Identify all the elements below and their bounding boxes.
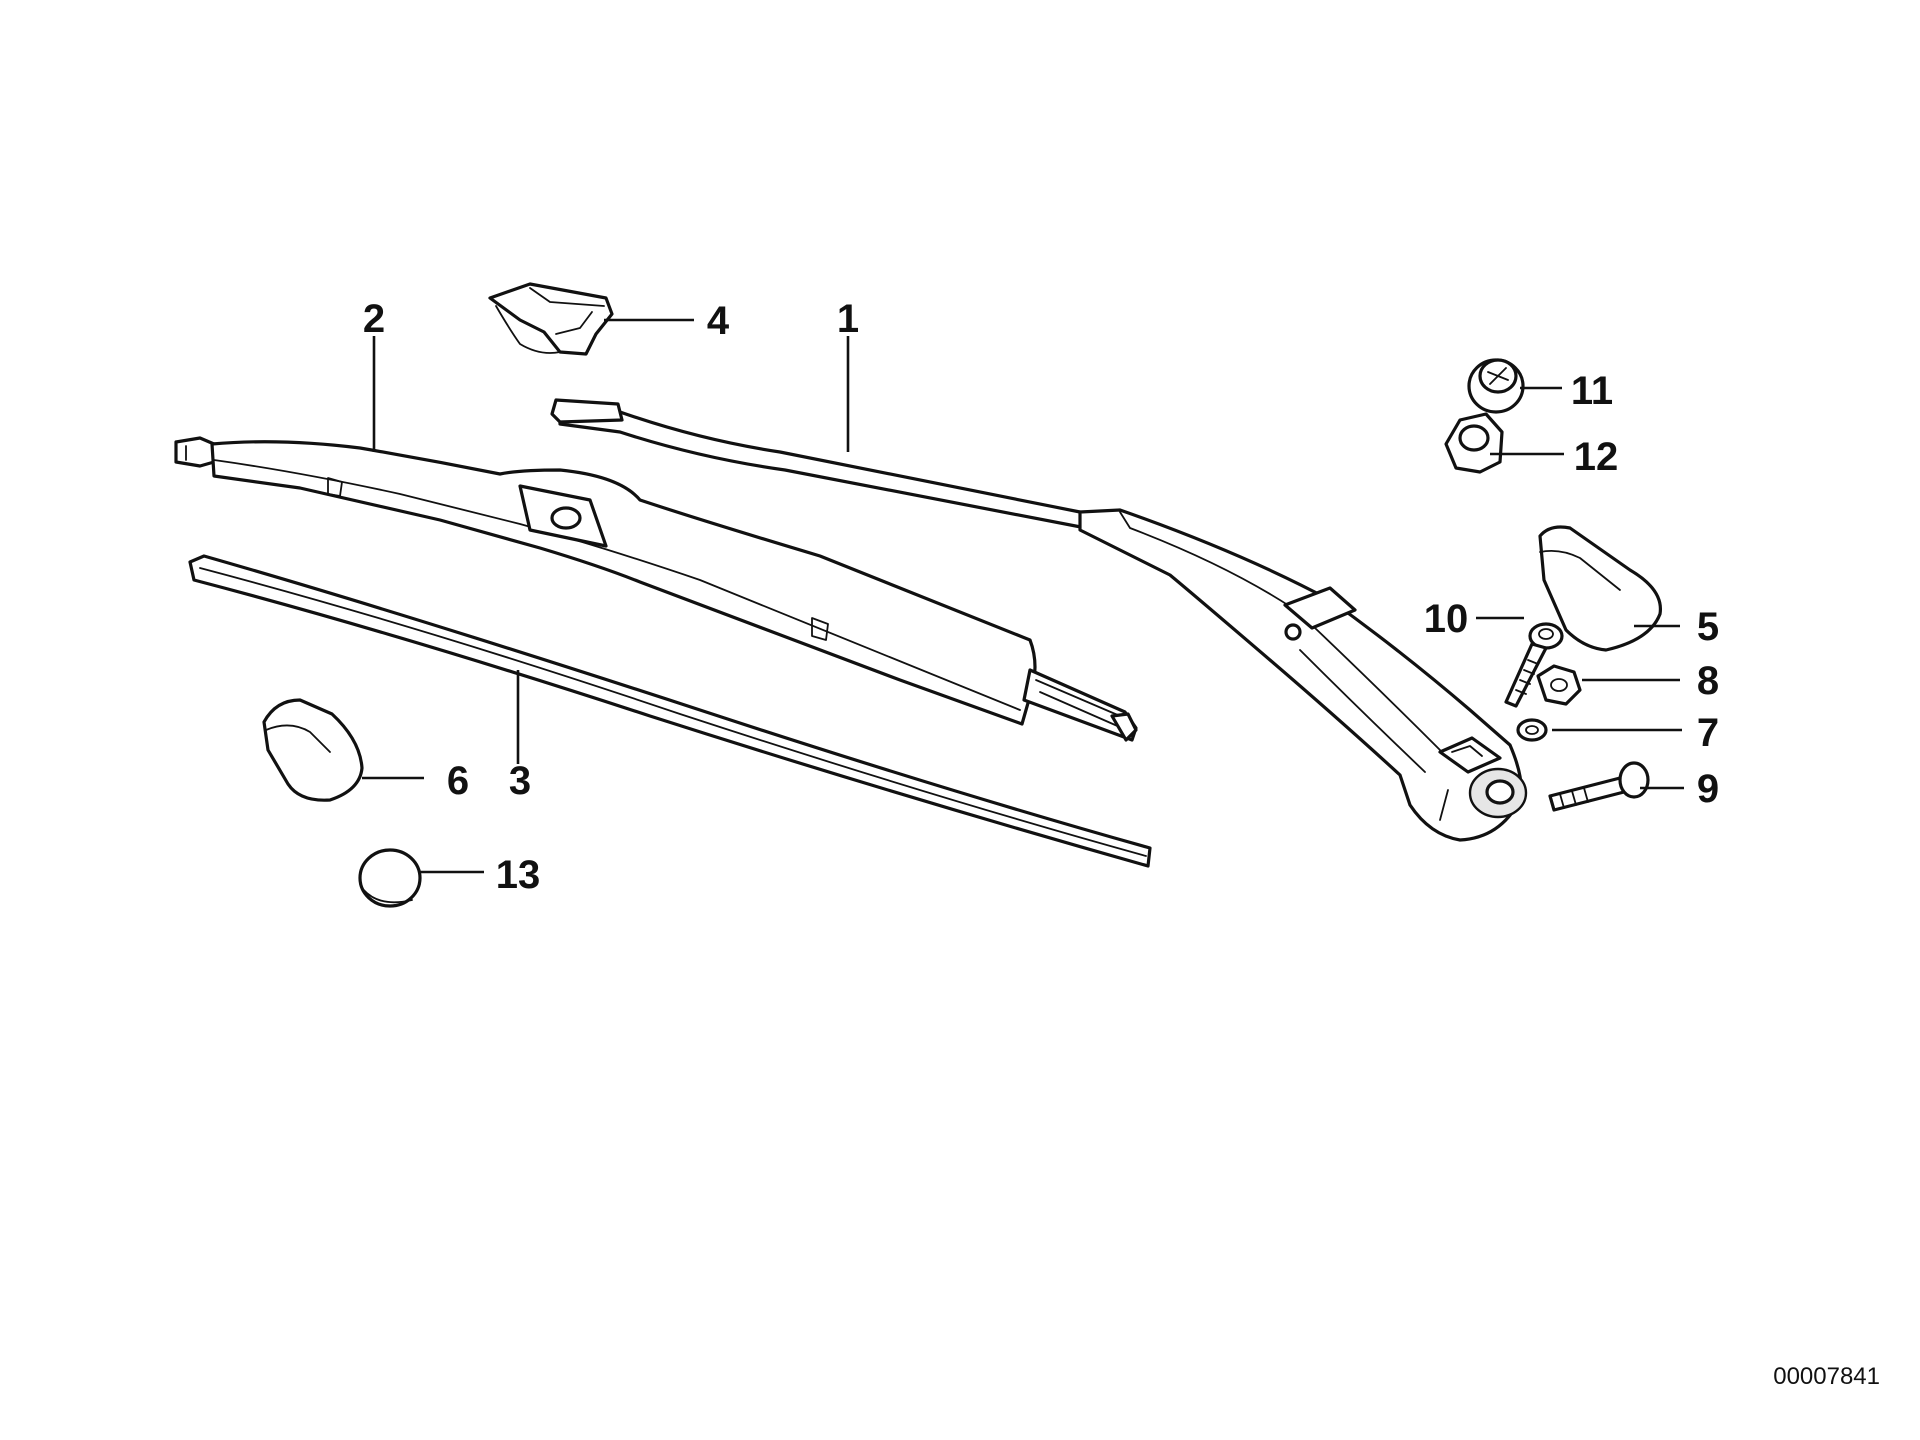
- callout-9: 9: [1697, 767, 1719, 811]
- callout-2: 2: [363, 297, 385, 341]
- callout-5: 5: [1697, 605, 1719, 649]
- callout-10: 10: [1424, 597, 1469, 641]
- small-cap-part: [358, 848, 422, 908]
- nut-cap-part: [1467, 358, 1525, 414]
- callout-12: 12: [1574, 435, 1619, 479]
- clip-part: [488, 282, 614, 356]
- callout-1: 1: [837, 297, 859, 341]
- callout-labels: 1 2 3 4 5 6 7 8 9 10 11 12 13: [363, 297, 1719, 897]
- callout-13: 13: [496, 853, 541, 897]
- nut-part: [1444, 412, 1504, 474]
- wiper-arm-part: [550, 398, 1528, 842]
- callout-8: 8: [1697, 659, 1719, 703]
- leader-lines: [362, 318, 1684, 874]
- bolt-small-part: [1504, 622, 1564, 708]
- washer-part: [1516, 718, 1548, 742]
- wiper-rubber-part: [188, 554, 1152, 868]
- callout-3: 3: [509, 759, 531, 803]
- callout-4: 4: [707, 299, 730, 343]
- hex-nut-part: [1536, 664, 1582, 706]
- callout-11: 11: [1571, 369, 1613, 413]
- wiper-blade-frame-part: [174, 436, 1138, 742]
- end-cap-part: [262, 698, 364, 802]
- callout-6: 6: [447, 759, 469, 803]
- bolt-large-part: [1548, 761, 1650, 812]
- cover-cap-part: [1538, 525, 1663, 652]
- callout-7: 7: [1697, 711, 1719, 755]
- document-number: 00007841: [1773, 1363, 1880, 1390]
